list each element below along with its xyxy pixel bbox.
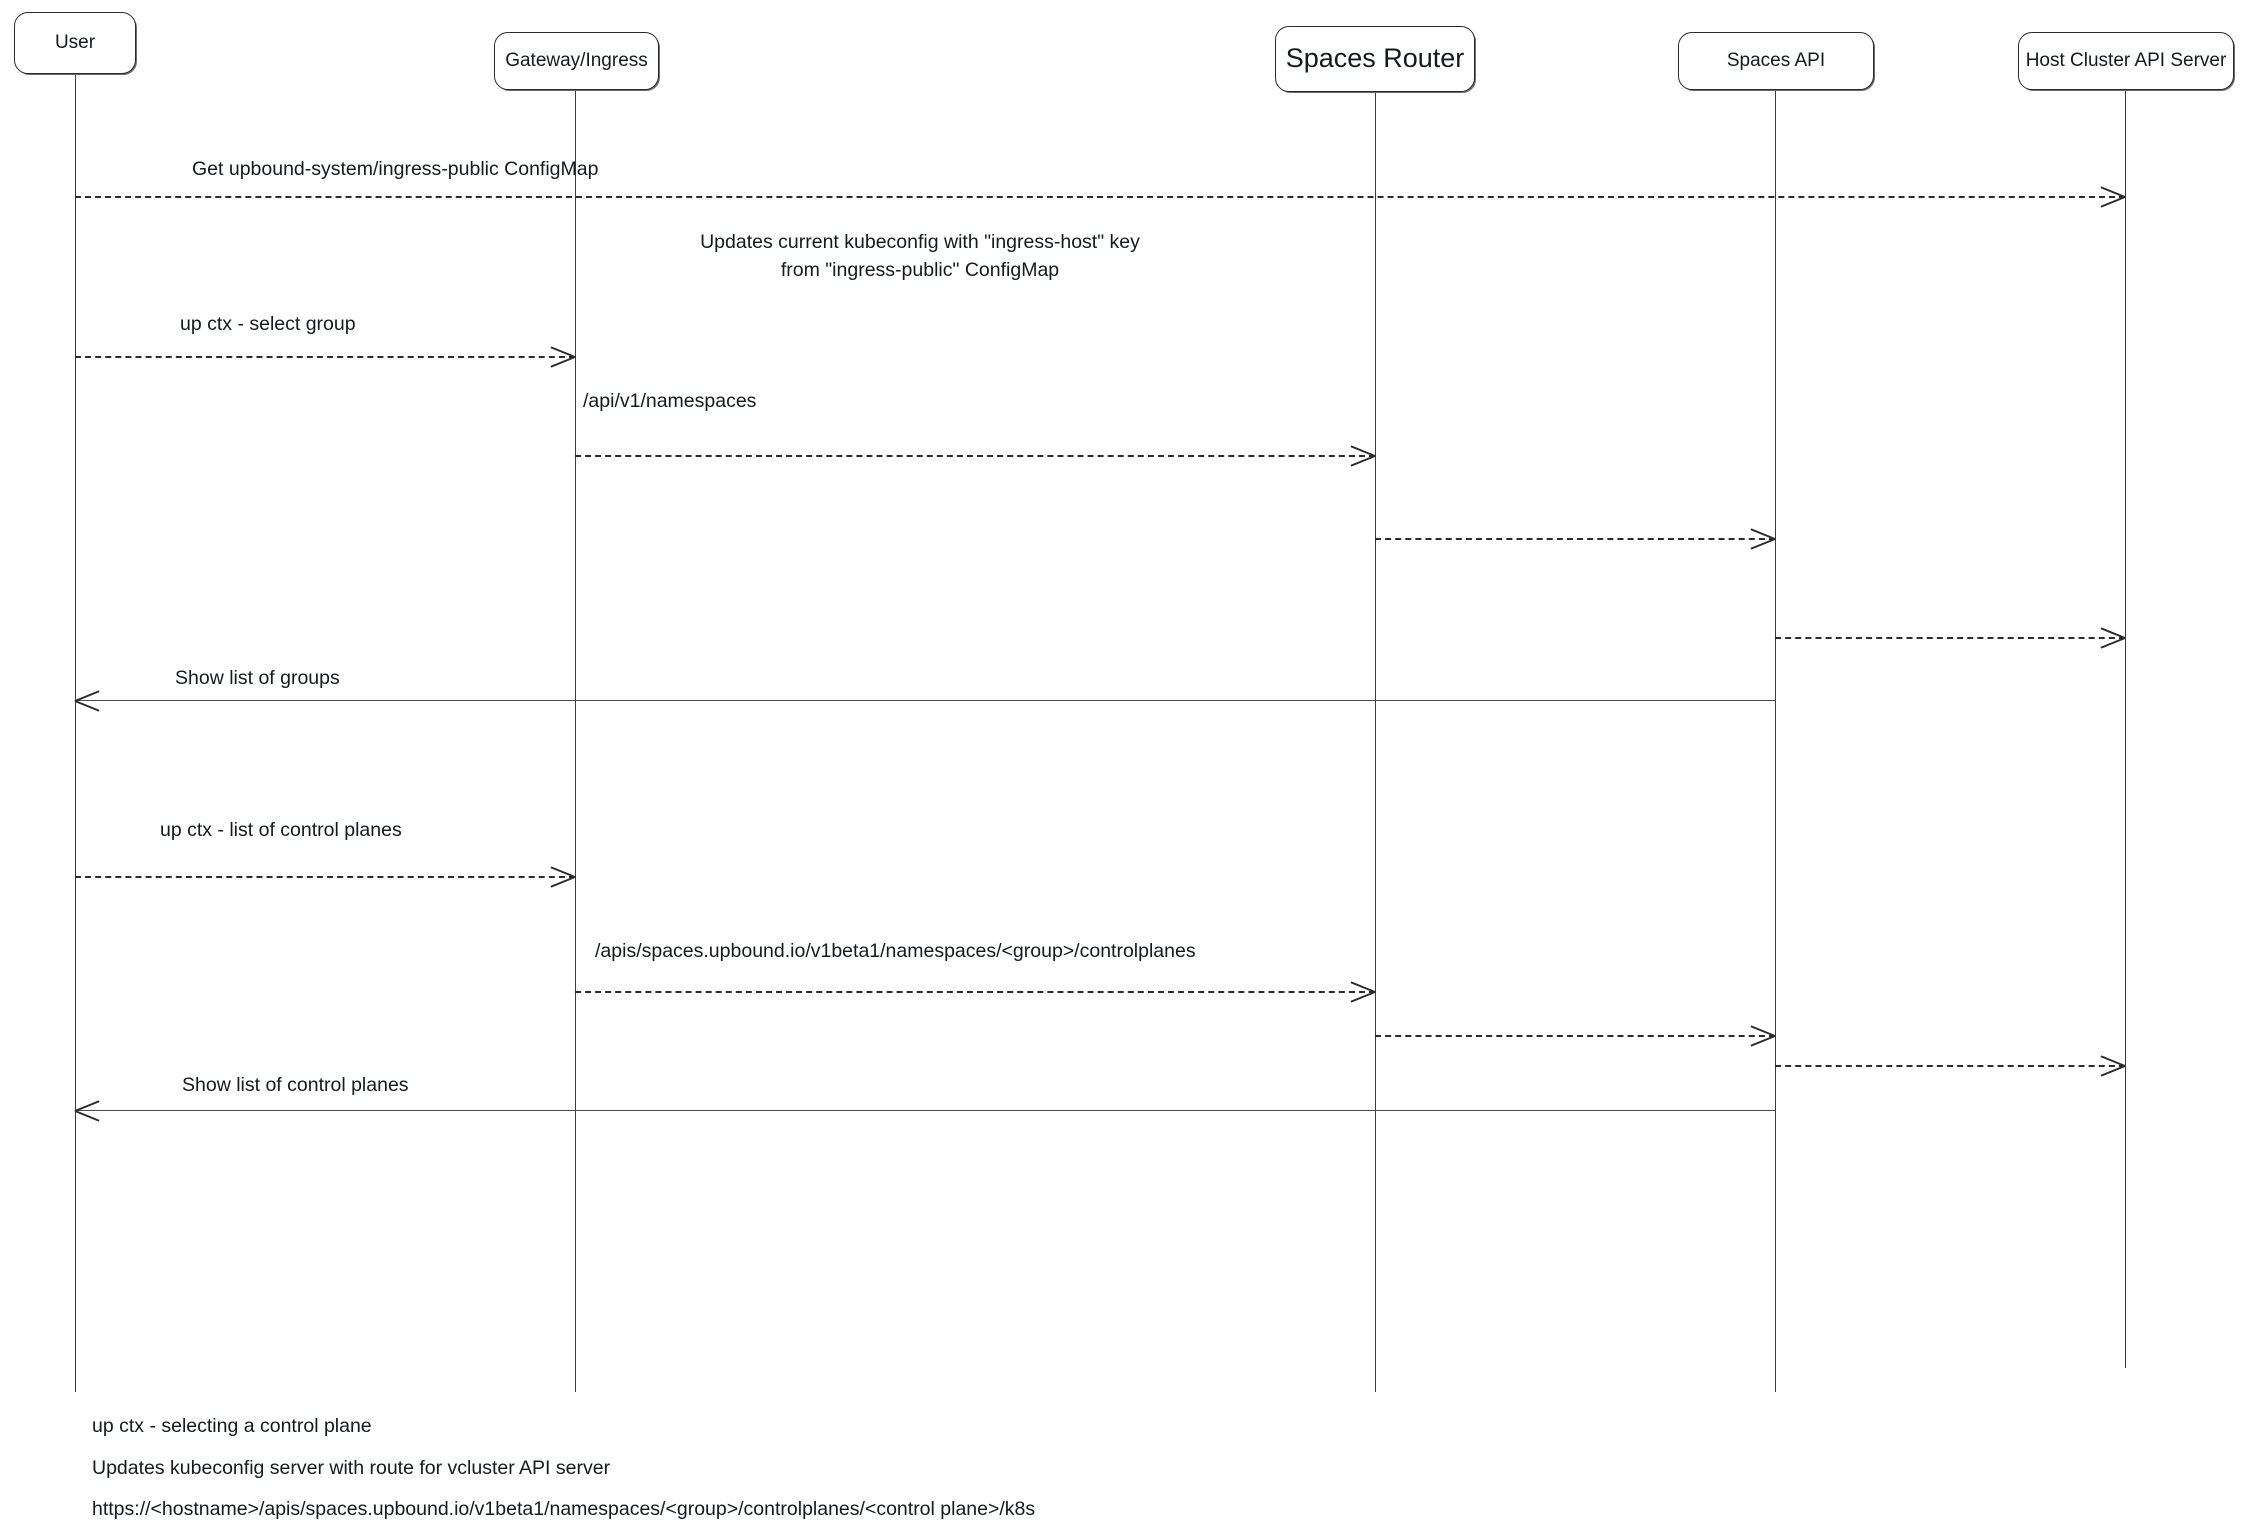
message-line: [75, 876, 575, 878]
message-line: [1375, 1035, 1775, 1037]
participant-label-user: User: [54, 32, 96, 54]
lifeline-gateway: [575, 90, 576, 1392]
participant-label-host: Host Cluster API Server: [2025, 50, 2227, 72]
participant-gateway[interactable]: Gateway/Ingress: [494, 32, 659, 90]
message-line: [75, 700, 1775, 701]
participant-label-gateway: Gateway/Ingress: [505, 50, 648, 72]
participant-host[interactable]: Host Cluster API Server: [2018, 32, 2234, 90]
message-label-m3: /api/v1/namespaces: [583, 390, 757, 412]
message-line: [575, 991, 1375, 993]
footer-text-f3: https://<hostname>/apis/spaces.upbound.i…: [92, 1498, 1036, 1520]
message-line: [575, 455, 1375, 457]
message-line: [75, 196, 2125, 198]
footer-text-f1: up ctx - selecting a control plane: [92, 1415, 372, 1437]
message-label-m6: Show list of groups: [175, 667, 340, 689]
participant-api[interactable]: Spaces API: [1678, 32, 1874, 90]
participant-label-api: Spaces API: [1726, 50, 1826, 72]
lifeline-host: [2125, 90, 2126, 1368]
message-line: [1775, 1065, 2125, 1067]
message-label-m7: up ctx - list of control planes: [160, 819, 402, 841]
message-line: [75, 1110, 1775, 1111]
participant-user[interactable]: User: [14, 12, 136, 74]
footer-text-f2: Updates kubeconfig server with route for…: [92, 1457, 611, 1479]
diagram-note-n1: Updates current kubeconfig with "ingress…: [700, 231, 1140, 282]
message-label-m8: /apis/spaces.upbound.io/v1beta1/namespac…: [595, 940, 1196, 962]
participant-router[interactable]: Spaces Router: [1275, 26, 1475, 92]
participant-label-router: Spaces Router: [1285, 43, 1465, 74]
message-label-m2: up ctx - select group: [180, 313, 356, 335]
message-line: [1375, 538, 1775, 540]
lifeline-user: [75, 74, 76, 1392]
message-line: [75, 356, 575, 358]
message-line: [1775, 637, 2125, 639]
message-label-m1: Get upbound-system/ingress-public Config…: [192, 158, 599, 180]
lifeline-router: [1375, 92, 1376, 1392]
message-label-m11: Show list of control planes: [182, 1074, 409, 1096]
lifeline-api: [1775, 90, 1776, 1392]
